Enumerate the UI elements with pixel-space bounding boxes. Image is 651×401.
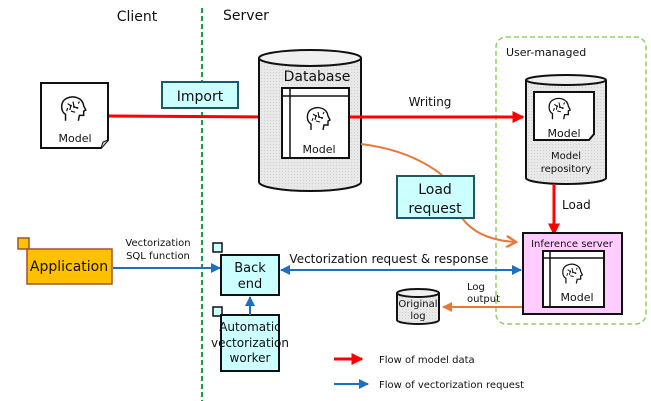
sql-function-line2: SQL function (126, 251, 190, 262)
import-box (161, 81, 239, 109)
database-label: Database (284, 69, 351, 85)
application-box[interactable]: Application (17, 237, 113, 285)
repo-label-line1: Model (551, 151, 581, 162)
load-request-line1: Load (418, 182, 452, 198)
database-model-label: Model (302, 143, 335, 156)
worker-box[interactable]: Automatic vectorization worker (211, 306, 289, 372)
load-request-curve-bottom (461, 217, 516, 242)
application-label: Application (30, 259, 108, 275)
inference-label: Inference server (531, 239, 614, 250)
original-log-line2: log (410, 311, 425, 322)
worker-line2: vectorization (211, 336, 289, 350)
vectorization-request-label: Vectorization request & response (289, 252, 488, 266)
backend-line1: Back (234, 261, 266, 276)
server-zone-label: Server (223, 8, 269, 24)
log-output-line1: Log (467, 282, 485, 293)
legend-vector-flow-label: Flow of vectorization request (379, 380, 524, 391)
original-log-line1: Original (398, 299, 437, 310)
load-request-line2: request (408, 201, 462, 217)
worker-line3: worker (230, 351, 271, 365)
import-arrow (108, 110, 282, 123)
client-model-document[interactable]: Model (40, 82, 109, 149)
user-managed-label: User-managed (506, 46, 586, 59)
sql-function-line1: Vectorization (125, 238, 190, 249)
import-label: Import (177, 89, 224, 105)
client-model-label: Model (58, 132, 91, 145)
load-request-curve-top (360, 143, 443, 176)
legend-model-flow-label: Flow of model data (379, 355, 475, 366)
inference-model-label: Model (560, 291, 593, 304)
user-managed-zone (495, 36, 647, 325)
repo-label-line2: repository (541, 164, 592, 175)
repo-model-label: Model (547, 127, 580, 140)
writing-label: Writing (409, 95, 452, 109)
load-request-box (396, 175, 475, 219)
client-zone-label: Client (117, 9, 158, 25)
backend-port-icon (212, 242, 223, 253)
database-cylinder[interactable]: Database Model (258, 49, 362, 192)
application-port-icon (17, 237, 30, 250)
backend-box[interactable]: Back end (212, 242, 280, 296)
log-output-line2: output (467, 294, 500, 305)
original-log-cylinder[interactable]: Original log (396, 288, 440, 325)
load-label: Load (562, 198, 591, 212)
legend: Flow of model data Flow of vectorization… (334, 353, 524, 391)
inference-server-box[interactable]: Inference server Model (522, 232, 623, 315)
worker-line1: Automatic (219, 320, 281, 334)
worker-port-icon (212, 306, 223, 317)
model-repository-cylinder[interactable]: Model Model repository (525, 74, 607, 185)
backend-line2: end (238, 277, 263, 292)
